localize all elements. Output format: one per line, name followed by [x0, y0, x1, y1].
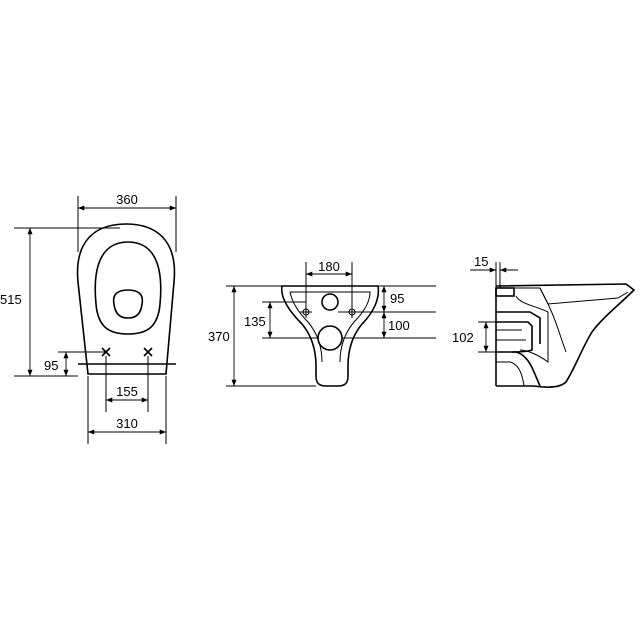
dim-label-bracket-spacing: 155: [116, 384, 138, 399]
inlet-circle: [321, 293, 339, 311]
rear-view: 180 370 135 95 100: [208, 259, 436, 387]
dim-label-total-height: 370: [208, 329, 230, 344]
dim-label-bracket-height: 95: [44, 358, 58, 373]
side-view: 15 102: [452, 254, 636, 388]
bowl-outline: [76, 223, 176, 375]
dim-label-outlet-height: 102: [452, 330, 474, 345]
pan-opening: [112, 289, 144, 319]
outlet-circle: [317, 325, 343, 351]
trap-channel-upper: [496, 311, 541, 344]
seat-ring: [94, 241, 162, 335]
dim-label-height-total: 515: [0, 292, 22, 307]
dim-label-top-width: 180: [318, 259, 340, 274]
outlet-pipe: [496, 351, 541, 387]
front-view: 360 515 95 155 310: [0, 192, 177, 444]
dim-label-rim-thickness: 15: [474, 254, 488, 269]
trap-channel-lower: [496, 321, 533, 353]
side-outline: [495, 283, 636, 388]
dim-label-width-top: 360: [116, 192, 138, 207]
rim-top: [514, 287, 629, 305]
bracket-right-b: [143, 347, 153, 357]
rim-block: [495, 287, 515, 297]
dim-label-upper-offset: 95: [390, 291, 404, 306]
dim-label-outlet-offset: 100: [388, 318, 410, 333]
rear-inner-contour: [290, 291, 371, 363]
dim-label-width-bottom: 310: [116, 416, 138, 431]
rear-outline: [280, 285, 380, 387]
dim-label-bolt-height: 135: [244, 314, 266, 329]
